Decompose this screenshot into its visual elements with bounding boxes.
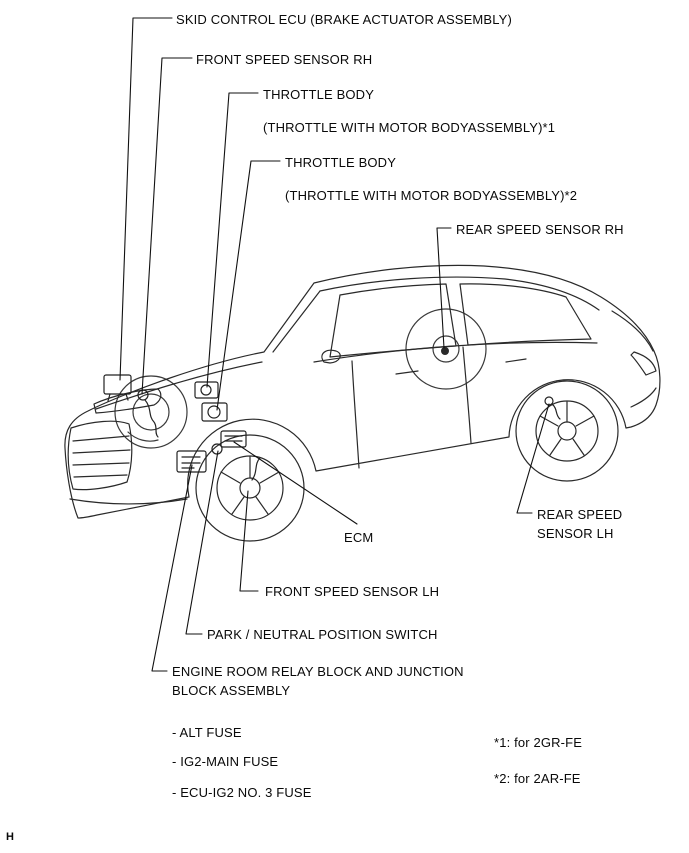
label-rear-speed-sensor-lh: REAR SPEED SENSOR LH [537,507,623,541]
leader-relay-block [151,464,193,672]
leader-front-speed-sensor-lh [239,490,259,592]
front-door-window [329,283,457,358]
rear-wheel-icon [515,380,619,482]
leader-rear-speed-sensor-rh [436,227,452,349]
throttle-body-1-part [194,381,219,399]
label-skid-control-ecu: SKID CONTROL ECU (BRAKE ACTUATOR ASSEMBL… [176,12,512,27]
front-door-seam [351,360,360,469]
front-wheel-icon [195,434,305,542]
rear-bumper-line [630,387,657,408]
label-relay-block: ENGINE ROOM RELAY BLOCK AND JUNCTION BLO… [172,664,464,698]
label-ecu-ig2-no3-fuse: - ECU-IG2 NO. 3 FUSE [172,785,312,800]
front-speed-sensor-rh-part [137,389,159,438]
throttle-body-2-part [201,402,228,422]
front-door-handle [395,370,419,375]
roof-inner-line [319,276,600,311]
rear-door-handle [505,358,527,363]
trunk-seam [611,310,654,352]
front-grille [67,420,133,491]
leader-throttle-body-1 [206,92,259,388]
label-throttle-body-2: THROTTLE BODY [285,155,397,170]
skid-control-ecu-part [103,374,132,402]
label-front-speed-sensor-lh: FRONT SPEED SENSOR LH [265,584,440,599]
ecm-part [220,430,247,448]
front-bumper-line [69,498,188,505]
side-mirror [321,349,341,364]
label-throttle-body-2-sub: (THROTTLE WITH MOTOR BODYASSEMBLY)*2 [285,188,578,203]
leader-lines [119,17,550,672]
label-park-neutral-switch: PARK / NEUTRAL POSITION SWITCH [207,627,438,642]
relay-block-part [176,450,207,473]
tail-light [630,351,657,376]
label-throttle-body-1-sub: (THROTTLE WITH MOTOR BODYASSEMBLY)*1 [263,120,556,135]
label-ig2-main-fuse: - IG2-MAIN FUSE [172,754,279,769]
label-alt-fuse: - ALT FUSE [172,725,242,740]
label-rear-speed-sensor-rh: REAR SPEED SENSOR RH [456,222,624,237]
leader-ecm [233,441,358,525]
leader-throttle-body-2 [216,160,281,411]
rear-door-seam [462,346,472,444]
front-speed-sensor-lh-part [251,457,261,481]
label-throttle-body-1: THROTTLE BODY [263,87,375,102]
leader-rear-speed-sensor-lh [516,403,550,514]
rear-door-window [459,283,592,346]
leader-front-speed-sensor-rh [141,57,193,395]
label-front-speed-sensor-rh: FRONT SPEED SENSOR RH [196,52,373,67]
leader-skid-control-ecu [119,17,173,381]
hood-crease-line [95,361,263,410]
far-side-front-wheel-icon [114,375,188,449]
label-note-1: *1: for 2GR-FE [494,735,583,750]
engine-components [103,374,561,481]
label-note-2: *2: for 2AR-FE [494,771,581,786]
grille-slats [72,435,131,478]
page-mark: H [6,831,14,843]
leader-park-neutral-switch [185,450,219,635]
far-side-rear-wheel-icon [405,308,487,390]
car-body-outline [64,264,661,519]
label-ecm: ECM [344,530,374,545]
windshield-line [272,290,321,353]
